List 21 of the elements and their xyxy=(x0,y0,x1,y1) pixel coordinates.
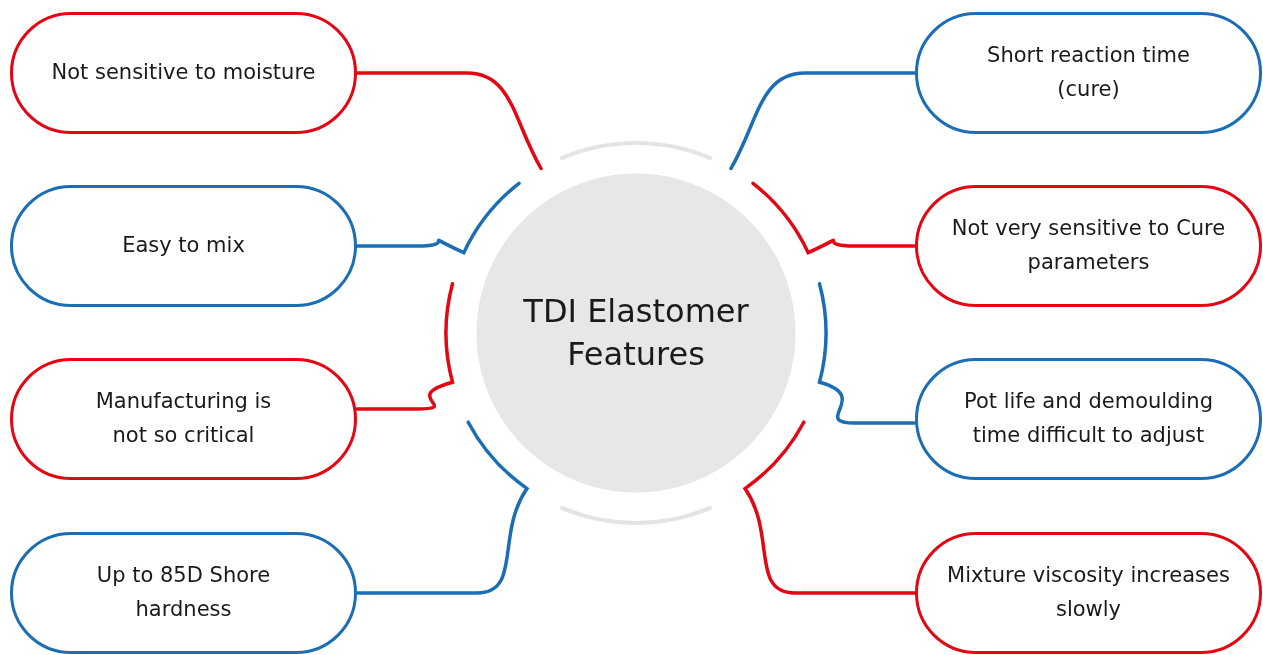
feature-text: Not sensitive to moisture xyxy=(51,59,316,87)
connector-line xyxy=(751,181,917,255)
feature-text: Mixture viscosity increases slowly xyxy=(946,562,1231,623)
feature-text: Manufacturing is not so critical xyxy=(94,388,273,449)
feature-pill xyxy=(915,185,1262,307)
connector-line xyxy=(729,71,917,171)
connector-line xyxy=(817,282,917,425)
feature-pill xyxy=(915,358,1262,480)
feature-pill xyxy=(915,12,1262,134)
feature-text: Short reaction time (cure) xyxy=(986,42,1191,103)
center-title: TDI Elastomer Features xyxy=(522,290,750,375)
feature-text: Not very sensitive to Cure parameters xyxy=(950,215,1227,276)
connector-line xyxy=(355,282,455,411)
feature-text: Up to 85D Shore hardness xyxy=(95,562,272,623)
connector-line xyxy=(355,71,543,171)
feature-text: Easy to mix xyxy=(122,232,245,260)
feature-text: Pot life and demoulding time difficult to adjust xyxy=(963,388,1214,449)
connector-line xyxy=(743,420,917,595)
connector-line xyxy=(355,181,521,255)
connector-line xyxy=(355,420,529,595)
feature-pill xyxy=(915,532,1262,654)
